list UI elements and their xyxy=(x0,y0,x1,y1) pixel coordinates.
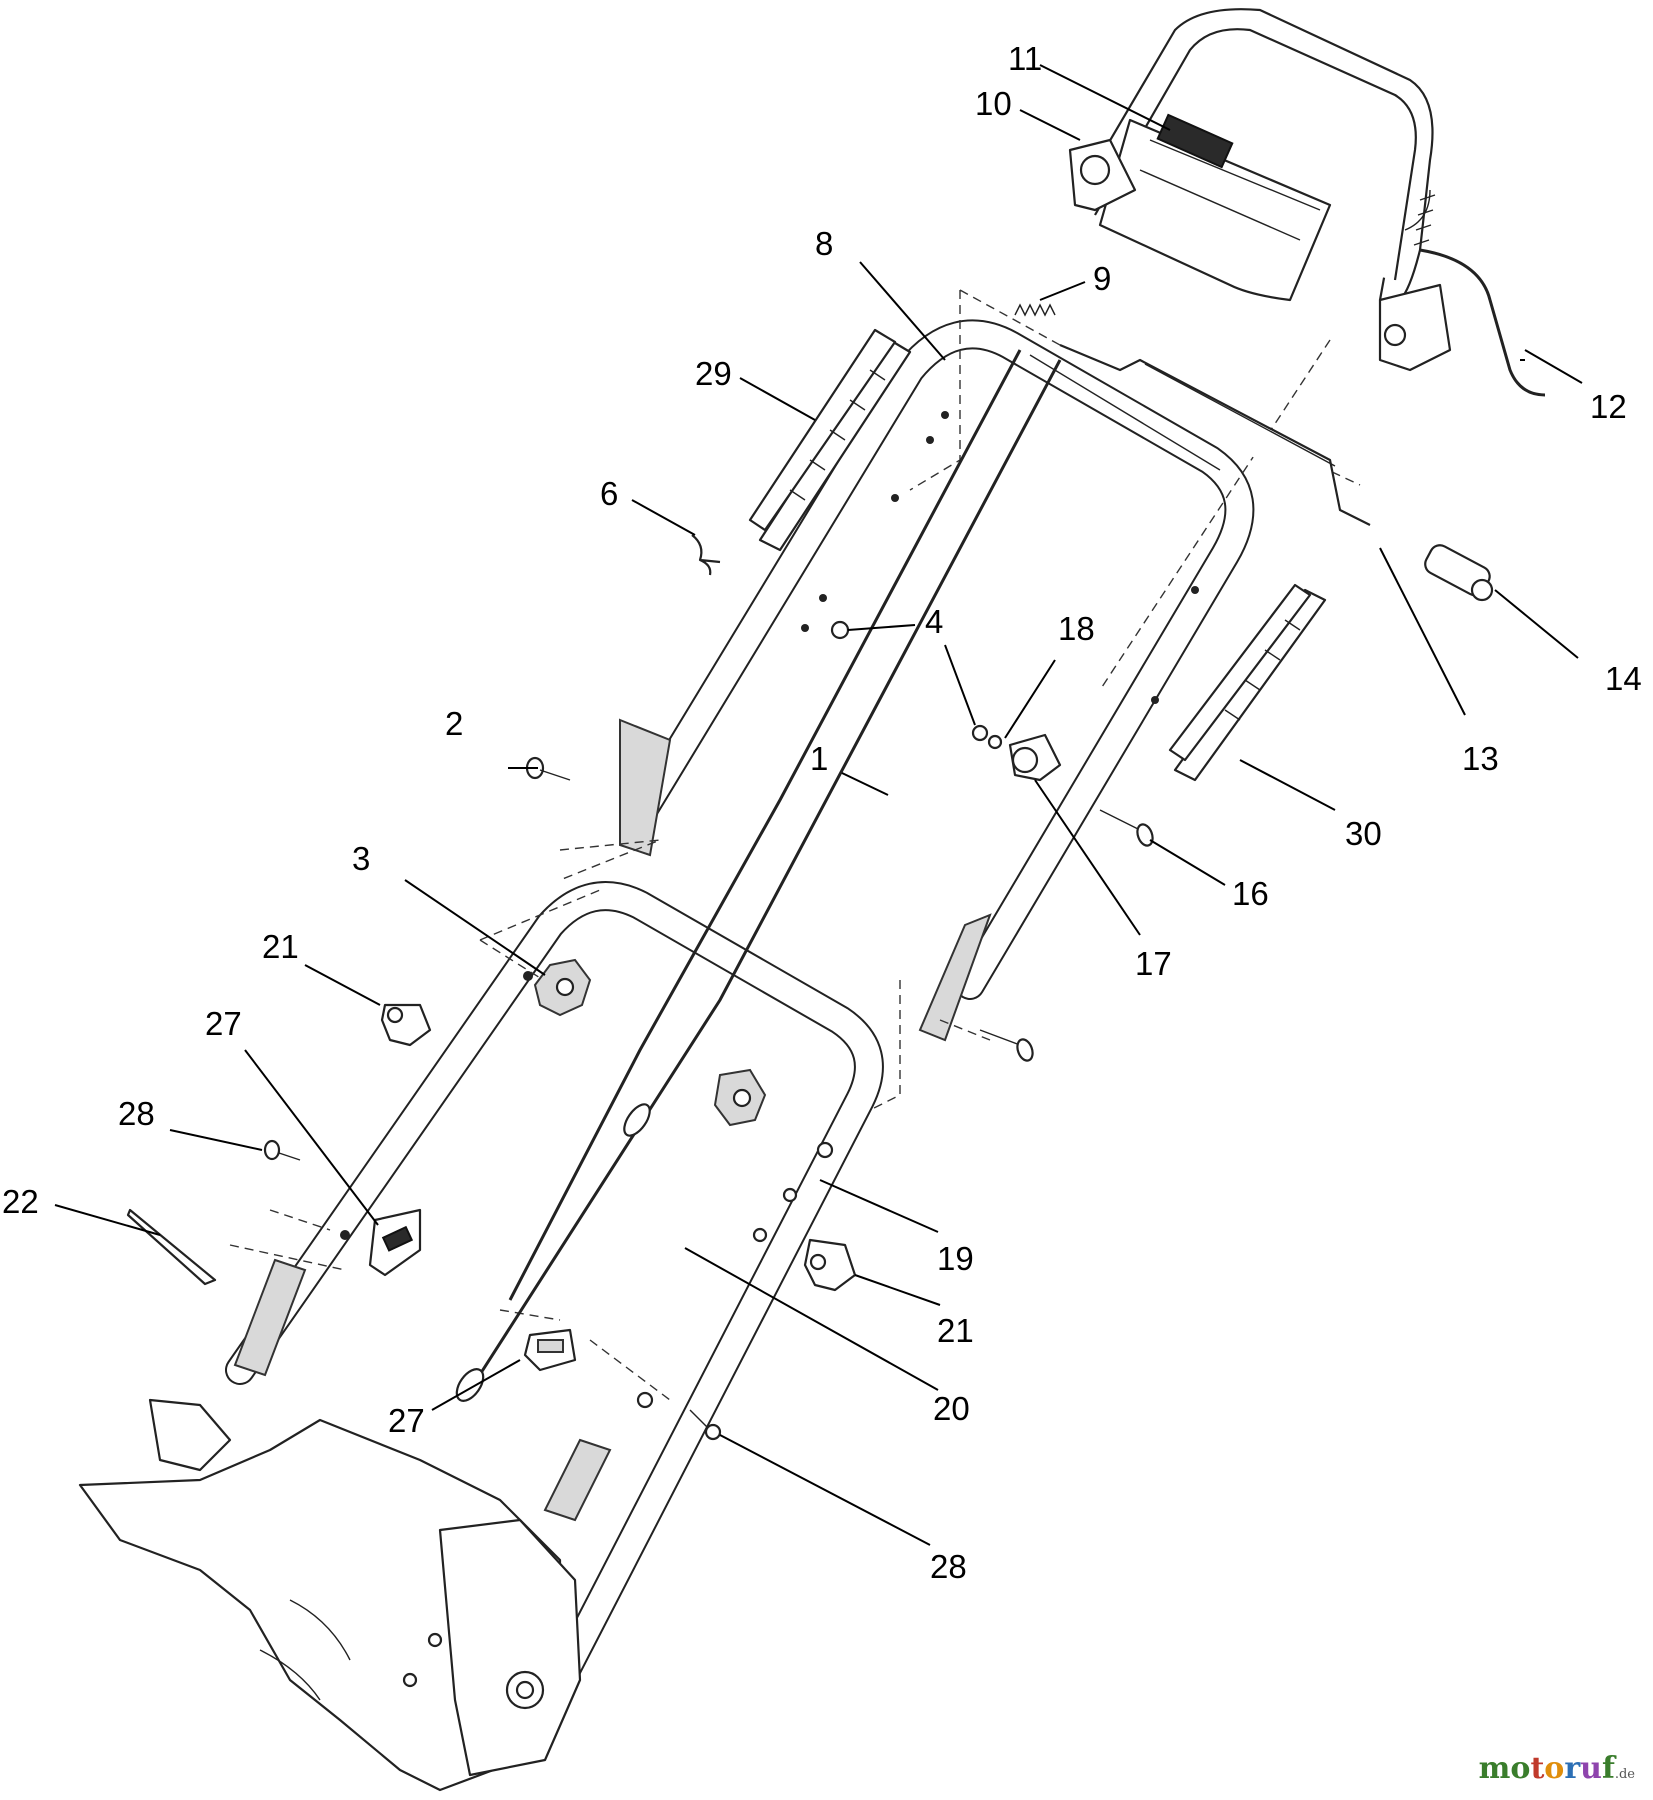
watermark-suffix: .de xyxy=(1614,1767,1635,1782)
callout-2: 2 xyxy=(445,705,463,742)
callout-1: 1 xyxy=(810,740,828,777)
nut-4a xyxy=(830,620,850,640)
bracket-27a xyxy=(368,1208,422,1277)
callout-14: 14 xyxy=(1605,660,1642,697)
spring-9 xyxy=(1014,303,1056,317)
bolt-16 xyxy=(1099,809,1154,847)
watermark-letter: m xyxy=(1478,1751,1511,1786)
bolt-28b xyxy=(689,1409,722,1441)
watermark-logo: motoruf.de xyxy=(1479,1751,1635,1786)
pin-22 xyxy=(126,1208,217,1286)
alignment-lines-upper xyxy=(559,289,1361,881)
knob-lower xyxy=(713,1068,767,1127)
callout-11: 11 xyxy=(1008,40,1042,77)
callout-10: 10 xyxy=(975,85,1012,122)
callout-30: 30 xyxy=(1345,815,1382,852)
bolt-lower xyxy=(979,1029,1034,1062)
watermark-letter: o xyxy=(1510,1751,1531,1786)
callout-16: 16 xyxy=(1232,875,1269,912)
alignment-lines-lower xyxy=(229,889,991,1641)
callout-4: 4 xyxy=(925,603,943,640)
callout-29: 29 xyxy=(695,355,732,392)
clip-21a xyxy=(380,1003,432,1047)
bracket-29 xyxy=(748,328,912,552)
callout-18: 18 xyxy=(1058,610,1095,647)
callout-20: 20 xyxy=(933,1390,970,1427)
washer-18 xyxy=(987,734,1003,750)
clip-6 xyxy=(691,534,721,576)
watermark-letter: r xyxy=(1564,1751,1581,1786)
callout-22: 22 xyxy=(2,1183,39,1220)
callout-21b: 21 xyxy=(937,1312,974,1349)
callout-27b: 27 xyxy=(388,1402,425,1439)
callout-28a: 28 xyxy=(118,1095,155,1132)
knob-3 xyxy=(533,958,592,1017)
watermark-letter: f xyxy=(1601,1751,1615,1786)
callout-12: 12 xyxy=(1590,388,1627,425)
control-bar-13 xyxy=(1059,343,1371,526)
callout-9: 9 xyxy=(1093,260,1111,297)
control-cable-12 xyxy=(1419,248,1546,397)
leader-lines xyxy=(54,64,1583,1546)
clip-21b xyxy=(803,1238,857,1292)
bolt-28a xyxy=(263,1139,301,1161)
watermark-letter: o xyxy=(1544,1751,1565,1786)
callout-6: 6 xyxy=(600,475,618,512)
mower-deck xyxy=(78,1398,582,1792)
callout-17: 17 xyxy=(1135,945,1172,982)
pulley-17 xyxy=(1008,733,1062,782)
bracket-30 xyxy=(1168,583,1327,782)
callout-3: 3 xyxy=(352,840,370,877)
watermark-letter: u xyxy=(1580,1751,1602,1786)
callout-13: 13 xyxy=(1462,740,1499,777)
callout-28b: 28 xyxy=(930,1548,967,1585)
callout-labels: 1 2 3 4 6 8 9 10 11 12 13 14 16 17 18 19… xyxy=(2,40,1642,1585)
watermark-letter: t xyxy=(1530,1751,1545,1786)
cable-ferrule-upper xyxy=(623,1103,651,1137)
callout-19: 19 xyxy=(937,1240,974,1277)
nut-4b xyxy=(971,724,989,742)
bracket-27b xyxy=(523,1328,577,1372)
callout-21a: 21 xyxy=(262,928,299,965)
drive-cable-1 xyxy=(468,359,1062,1391)
callout-27a: 27 xyxy=(205,1005,242,1042)
grip-end-14 xyxy=(1424,544,1494,602)
handle-grip-assembly xyxy=(1068,8,1452,372)
callout-8: 8 xyxy=(815,225,833,262)
cable-20 xyxy=(508,349,1022,1301)
